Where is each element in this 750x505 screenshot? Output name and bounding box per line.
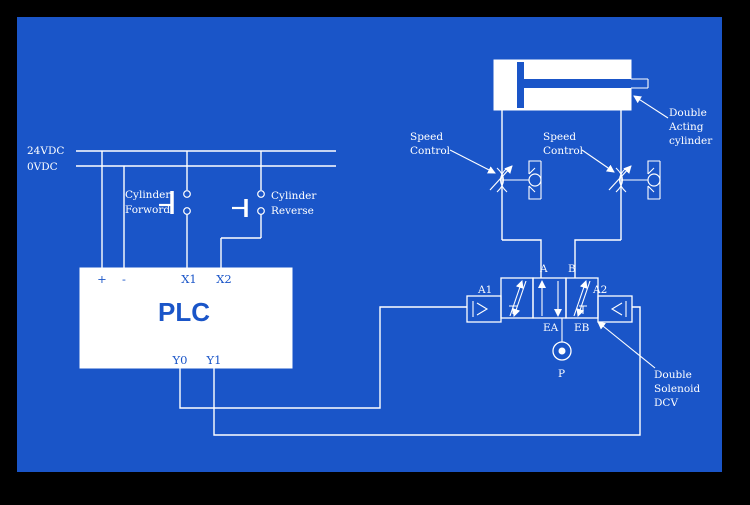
switch-forward: Cylinder Forword: [125, 151, 191, 268]
cylinder-label-1: Double: [669, 107, 707, 119]
plc-box: [79, 267, 293, 369]
speed-control-right-label-1: Speed: [543, 131, 576, 143]
pump-circle: [552, 341, 572, 361]
cylinder-label-3: cylinder: [669, 135, 713, 147]
dcv-label-2: Solenoid: [654, 383, 701, 395]
plc-terminal-minus: -: [122, 272, 126, 286]
variable-restrictor-arrow: [489, 165, 513, 191]
valve-envelope-right: [565, 277, 599, 319]
line-to-port-a: [502, 239, 542, 278]
annotation-dcv: Double Solenoid DCV: [597, 321, 701, 409]
rail-0vdc-label: 0VDC: [27, 161, 58, 173]
plc-terminal-plus: +: [97, 272, 107, 286]
leader-arrow: [449, 149, 496, 174]
line-to-port-b: [574, 239, 621, 278]
dcv-label-3: DCV: [654, 397, 678, 409]
speed-control-left-label-1: Speed: [410, 131, 443, 143]
switch-reverse: Cylinder Reverse: [220, 151, 317, 268]
pump-label: P: [558, 368, 565, 380]
dcv-label-1: Double: [654, 369, 692, 381]
annotation-speed-control-left: Speed Control: [410, 131, 496, 174]
plc-block: PLC + - X1 X2 Y0 Y1: [79, 267, 293, 369]
speed-control-right-label-2: Control: [543, 145, 584, 157]
switch-reverse-label-1: Cylinder: [271, 190, 317, 202]
switch-reverse-label-2: Reverse: [271, 205, 314, 217]
exhaust-eb-label: EB: [574, 322, 590, 334]
plc-title: PLC: [158, 297, 210, 327]
flow-control-right: [608, 160, 661, 200]
y0-to-solenoid-a1-wire: [179, 306, 467, 409]
solenoid-a1-label: A1: [477, 284, 492, 296]
port-b-label: B: [568, 263, 576, 275]
plc-terminal-x1: X1: [181, 272, 197, 286]
leader-arrow: [581, 149, 615, 173]
double-acting-cylinder: [493, 59, 649, 111]
cylinder-label-2: Acting: [668, 121, 704, 133]
power-rails: 24VDC 0VDC: [27, 145, 336, 173]
plc-terminal-y0: Y0: [172, 353, 188, 367]
switch-forward-label-1: Cylinder: [125, 189, 171, 201]
pressure-source: P: [552, 318, 572, 380]
port-a-label: A: [539, 263, 548, 275]
leader-arrow: [633, 95, 669, 119]
rail-24vdc-label: 24VDC: [27, 145, 64, 157]
leader-arrow: [597, 321, 656, 369]
directional-control-valve: A B EA EB A1 A2: [466, 263, 633, 334]
cylinder-piston: [517, 62, 524, 108]
annotation-cylinder: Double Acting cylinder: [633, 95, 713, 147]
variable-restrictor-arrow: [608, 165, 632, 191]
y1-to-solenoid-a2-wire: [213, 306, 641, 436]
exhaust-ea-label: EA: [543, 322, 559, 334]
flow-control-left: [489, 160, 542, 200]
switch-forward-label-2: Forword: [125, 204, 170, 216]
solenoid-a2-label: A2: [592, 284, 607, 296]
plc-terminal-y1: Y1: [206, 353, 222, 367]
plc-terminal-x2: X2: [216, 272, 232, 286]
annotation-speed-control-right: Speed Control: [543, 131, 615, 173]
speed-control-left-label-2: Control: [410, 145, 451, 157]
cylinder-rod: [524, 79, 648, 88]
